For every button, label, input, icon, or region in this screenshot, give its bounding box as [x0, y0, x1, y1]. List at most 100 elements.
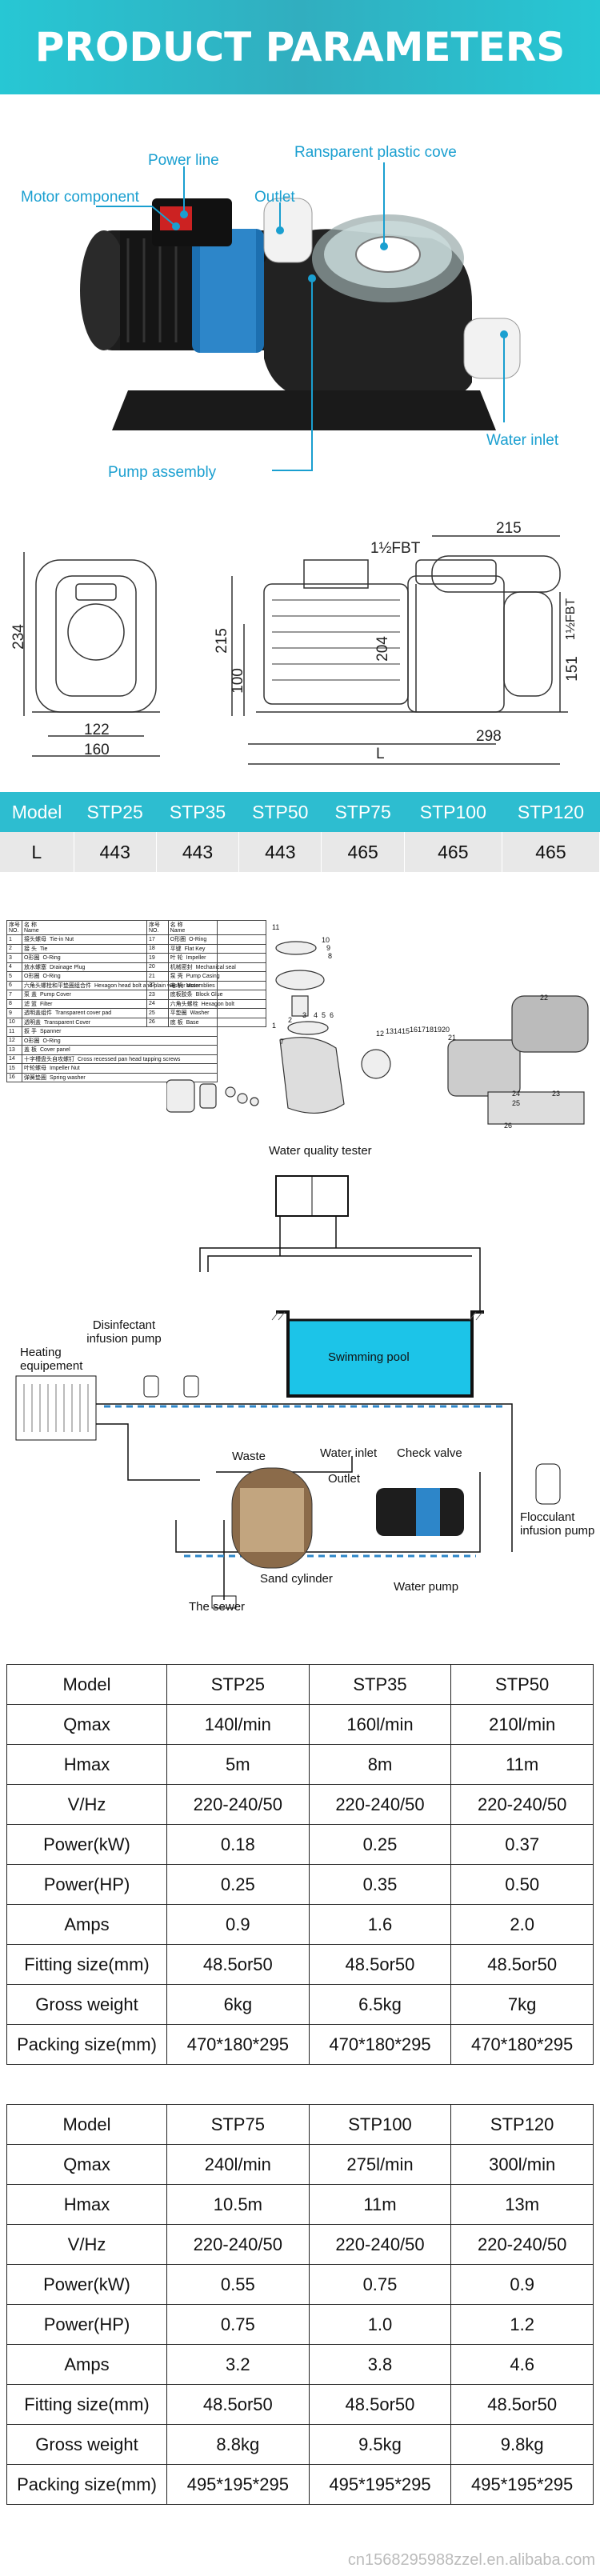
part-name-cn: 叶轮螺母: [24, 1066, 46, 1072]
spec-cell: Qmax: [6, 2144, 167, 2185]
part-name-cn: 扳 手: [24, 1029, 37, 1035]
part-name-cn: 透明盖: [24, 1019, 41, 1026]
part-name-en: Transparent Cover: [44, 1019, 91, 1026]
spec-cell: 48.5or50: [450, 2384, 594, 2425]
spec-cell: 470*180*295: [166, 2024, 310, 2065]
callout-water-inlet: Water inlet: [486, 432, 559, 449]
diagram-part-number: 22: [540, 994, 548, 1002]
part-name-cn: 接 头: [24, 946, 37, 952]
diagram-part-number: 7: [280, 1038, 284, 1046]
spec-cell: Gross weight: [6, 1984, 167, 2025]
part-name-cn: 弹簧垫圈: [24, 1074, 46, 1081]
part-number: 14: [6, 1054, 22, 1064]
cell: 465: [502, 832, 600, 872]
spec-cell: 48.5or50: [308, 1944, 452, 1985]
part-name-en: Cover panel: [39, 1047, 70, 1054]
spec-cell: Packing size(mm): [6, 2024, 167, 2065]
spec-cell: Power(HP): [6, 2304, 167, 2345]
diagram-part-number: 4: [314, 1011, 318, 1019]
part-number: 2: [6, 943, 22, 954]
spec-cell: 220-240/50: [166, 1784, 310, 1825]
spec-cell: Model: [6, 1664, 167, 1705]
part-name-cn: 放水螺塞: [24, 964, 46, 970]
cell: STP75: [321, 792, 405, 832]
part-number: 8: [6, 998, 22, 1009]
spec-cell: 11m: [450, 1744, 594, 1785]
part-number: 12: [6, 1035, 22, 1046]
part-name-en: O-Ring: [42, 974, 61, 980]
header-banner: PRODUCT PARAMETERS: [0, 0, 600, 94]
spec-cell: 0.25: [166, 1864, 310, 1905]
spec-cell: 0.75: [308, 2264, 452, 2305]
spec-cell: 470*180*295: [308, 2024, 452, 2065]
part-name-cn: 泵 壳: [170, 974, 183, 980]
diagram-part-number: 2: [288, 1016, 292, 1024]
pump-illustration: [80, 162, 521, 471]
part-number: 10: [6, 1017, 22, 1027]
part-name-en: Filter: [39, 1001, 53, 1007]
part-number: 15: [6, 1063, 22, 1074]
spec-cell: Amps: [6, 2344, 167, 2385]
dim-122: 122: [84, 722, 110, 738]
label-water-inlet: Water inlet: [320, 1446, 378, 1460]
spec-cell: 6.5kg: [308, 1984, 452, 2025]
spec-cell: Model: [6, 2104, 167, 2145]
part-number: 7: [6, 990, 22, 1000]
part-number: 23: [146, 990, 169, 1000]
spec-cell: 0.37: [450, 1824, 594, 1865]
spec-cell: 0.9: [450, 2264, 594, 2305]
diagram-part-number: 25: [512, 1099, 520, 1107]
spec-cell: 495*195*295: [308, 2464, 452, 2505]
dim-215-top: 215: [496, 520, 522, 537]
spec-cell: 8.8kg: [166, 2424, 310, 2465]
label-heating-equipment: Heating equipement: [20, 1346, 83, 1373]
diagram-part-number: 23: [552, 1090, 560, 1098]
dim-298: 298: [476, 728, 502, 745]
spec-cell: 210l/min: [450, 1704, 594, 1745]
label-water-quality-tester: Water quality tester: [269, 1144, 372, 1158]
spec-cell: 0.25: [308, 1824, 452, 1865]
part-name-en: Impeller: [186, 955, 206, 962]
part-name-en: Tie-in Nut: [50, 937, 74, 943]
label-outlet: Outlet: [328, 1472, 361, 1486]
diagram-part-number: 11: [272, 923, 279, 931]
part-name-en: Washer: [190, 1010, 210, 1017]
part-name-cn: 底 板: [170, 1019, 183, 1026]
spec-cell: Qmax: [6, 1704, 167, 1745]
spec-cell: 300l/min: [450, 2144, 594, 2185]
diagram-part-number: 26: [504, 1122, 512, 1130]
model-length-header-row: Model STP25 STP35 STP50 STP75 STP100 STP…: [0, 792, 600, 832]
part-number: 4: [6, 962, 22, 972]
watermark: cn1568295988zzel.en.alibaba.com: [347, 2551, 595, 2569]
label-check-valve: Check valve: [397, 1446, 462, 1460]
spec-cell: STP50: [450, 1664, 594, 1705]
spec-cell: Gross weight: [6, 2424, 167, 2465]
part-name-cn: 机械密封: [170, 964, 193, 970]
cell: 443: [156, 832, 240, 872]
spec-cell: 220-240/50: [308, 1784, 452, 1825]
cell: STP100: [404, 792, 502, 832]
spec-cell: STP75: [166, 2104, 310, 2145]
spec-cell: 1.2: [450, 2304, 594, 2345]
